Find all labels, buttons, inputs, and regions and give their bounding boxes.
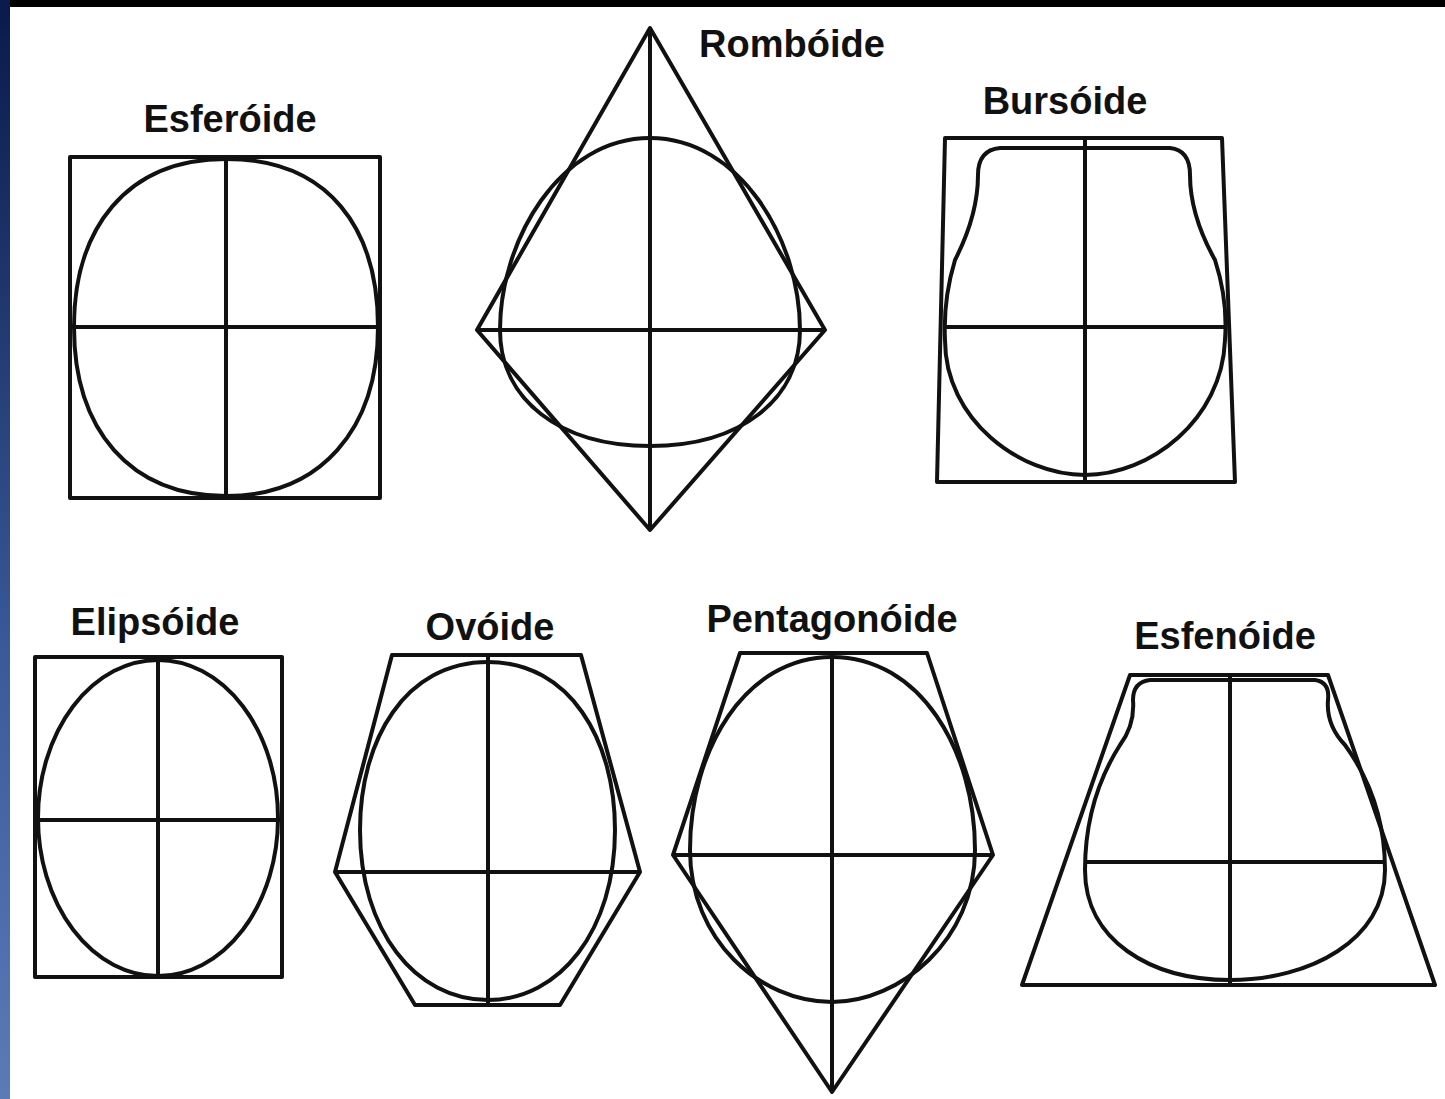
skull-outline: [665, 592, 1000, 1096]
top-bar: [0, 0, 1445, 7]
outline-shape: [1085, 680, 1385, 980]
axis-line: [337, 870, 638, 874]
axis-line: [477, 328, 825, 332]
outline-shape: [477, 28, 825, 530]
skull-outline: [925, 75, 1245, 495]
axis-line: [1085, 860, 1385, 864]
skull-shape: Elipsóide: [22, 595, 294, 987]
shape-name: Pentagonóide: [706, 599, 957, 641]
axis-line: [648, 28, 652, 530]
outline-shape: [673, 653, 993, 1092]
axis-line: [37, 818, 280, 822]
shape-name: Rombóide: [699, 24, 885, 66]
skull-shape: Esfenóide: [1015, 610, 1440, 992]
outline-shape: [335, 655, 640, 1005]
skull-outline: [55, 90, 395, 510]
skull-outline: [465, 15, 900, 540]
skull-outline: [325, 600, 650, 1015]
axis-line: [1228, 675, 1232, 985]
skull-outline: [1015, 610, 1440, 992]
outline-shape: [1022, 675, 1435, 985]
axis-line: [1083, 138, 1087, 482]
shape-name: Esfenóide: [1134, 616, 1316, 658]
skull-shape: Esferóide: [55, 90, 395, 510]
skull-shape: Rombóide: [465, 15, 900, 540]
shape-name: Esferóide: [143, 99, 316, 141]
skull-outline: [22, 595, 294, 987]
shape-name: Bursóide: [983, 81, 1148, 123]
skull-shape: Pentagonóide: [665, 592, 1000, 1096]
shape-name: Ovóide: [426, 607, 555, 649]
axis-line: [945, 325, 1225, 329]
axis-line: [156, 657, 160, 977]
skull-shape: Ovóide: [325, 600, 650, 1015]
axis-line: [673, 853, 993, 857]
shape-name: Elipsóide: [71, 602, 240, 644]
side-bar: [0, 0, 10, 1099]
axis-line: [72, 325, 380, 329]
outline-shape: [35, 657, 282, 977]
axis-line: [830, 653, 834, 1092]
axis-line: [486, 655, 490, 1005]
outline-shape: [937, 138, 1235, 482]
outline-shape: [70, 157, 380, 498]
skull-shape: Bursóide: [925, 75, 1245, 495]
